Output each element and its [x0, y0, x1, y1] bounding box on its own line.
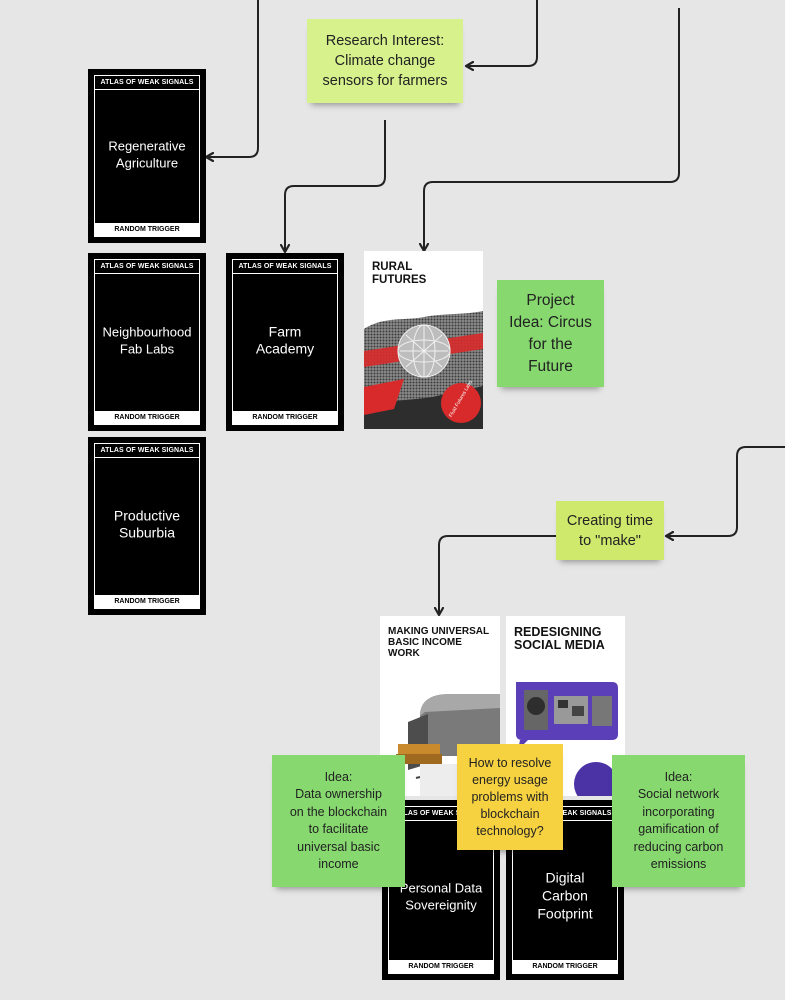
- sticky-text: Idea: Data ownership on the blockchain t…: [289, 769, 388, 872]
- arrow-to-farm-academy: [285, 120, 386, 251]
- sticky-text: Creating time to "make": [566, 512, 654, 549]
- card-header: ATLAS OF WEAK SIGNALS: [389, 807, 493, 821]
- card-frame: ATLAS OF WEAK SIGNALS Neighbourhood Fab …: [94, 259, 200, 425]
- sticky-blockchain-question[interactable]: How to resolve energy usage problems wit…: [457, 744, 563, 850]
- arrow-to-rural-futures: [424, 8, 680, 250]
- sticky-text: Idea: Social network incorporating gamif…: [633, 769, 724, 872]
- card-title: Productive Suburbia: [113, 507, 181, 541]
- card-farm-academy[interactable]: ATLAS OF WEAK SIGNALS Farm Academy RANDO…: [226, 253, 344, 431]
- sticky-text: Project Idea: Circus for the Future: [509, 291, 592, 375]
- card-title: Regenerative Agriculture: [108, 138, 186, 171]
- card-frame: ATLAS OF WEAK SIGNALS Digital Carbon Foo…: [512, 806, 618, 974]
- sticky-project-idea[interactable]: Project Idea: Circus for the Future: [497, 280, 604, 387]
- sticky-creating-time[interactable]: Creating time to "make": [556, 501, 664, 560]
- sticky-idea-data-ownership[interactable]: Idea: Data ownership on the blockchain t…: [272, 755, 405, 887]
- arrow-to-creating-time: [667, 446, 785, 536]
- book-rural-futures[interactable]: RURAL FUTURES Fluid Futures Labs: [364, 251, 483, 429]
- card-footer: RANDOM TRIGGER: [513, 960, 617, 973]
- rural-futures-cover-image: [364, 291, 483, 429]
- card-footer: RANDOM TRIGGER: [95, 223, 199, 236]
- card-footer: RANDOM TRIGGER: [389, 960, 493, 973]
- card-frame: ATLAS OF WEAK SIGNALS Farm Academy RANDO…: [232, 259, 338, 425]
- arrow-to-ubi-book: [439, 535, 556, 614]
- book-redesigning-social-media[interactable]: REDESIGNING SOCIAL MEDIA: [506, 616, 625, 796]
- book-title: RURAL FUTURES: [372, 261, 427, 286]
- arrow-to-research: [467, 0, 538, 66]
- card-frame: ATLAS OF WEAK SIGNALS Personal Data Sove…: [388, 806, 494, 974]
- card-digital-carbon-footprint[interactable]: ATLAS OF WEAK SIGNALS Digital Carbon Foo…: [506, 800, 624, 980]
- card-regenerative-agriculture[interactable]: ATLAS OF WEAK SIGNALS Regenerative Agric…: [88, 69, 206, 243]
- social-media-cover-image: [516, 682, 618, 796]
- card-title: Digital Carbon Footprint: [537, 869, 593, 922]
- card-title: Neighbourhood Fab Labs: [102, 324, 192, 357]
- card-footer: RANDOM TRIGGER: [95, 595, 199, 608]
- book-title: REDESIGNING SOCIAL MEDIA: [514, 625, 605, 652]
- card-title: Farm Academy: [255, 323, 315, 357]
- sticky-text: Research Interest: Climate change sensor…: [322, 33, 448, 89]
- card-title: Personal Data Sovereignity: [399, 880, 483, 913]
- card-header: ATLAS OF WEAK SIGNALS: [233, 260, 337, 274]
- card-footer: RANDOM TRIGGER: [95, 411, 199, 424]
- sticky-research-interest[interactable]: Research Interest: Climate change sensor…: [307, 19, 463, 103]
- arrow-to-regenerative: [207, 0, 259, 157]
- sticky-text: How to resolve energy usage problems wit…: [468, 755, 552, 838]
- card-footer: RANDOM TRIGGER: [233, 411, 337, 424]
- book-title: MAKING UNIVERSAL BASIC INCOME WORK: [388, 626, 490, 659]
- card-header: ATLAS OF WEAK SIGNALS: [95, 76, 199, 90]
- card-header: ATLAS OF WEAK SIGNALS: [95, 444, 199, 458]
- card-frame: ATLAS OF WEAK SIGNALS Regenerative Agric…: [94, 75, 200, 237]
- card-header: ATLAS OF WEAK SIGNALS: [513, 807, 617, 821]
- card-neighbourhood-fab-labs[interactable]: ATLAS OF WEAK SIGNALS Neighbourhood Fab …: [88, 253, 206, 431]
- sticky-idea-social-network[interactable]: Idea: Social network incorporating gamif…: [612, 755, 745, 887]
- card-productive-suburbia[interactable]: ATLAS OF WEAK SIGNALS Productive Suburbi…: [88, 437, 206, 615]
- card-frame: ATLAS OF WEAK SIGNALS Productive Suburbi…: [94, 443, 200, 609]
- card-header: ATLAS OF WEAK SIGNALS: [95, 260, 199, 274]
